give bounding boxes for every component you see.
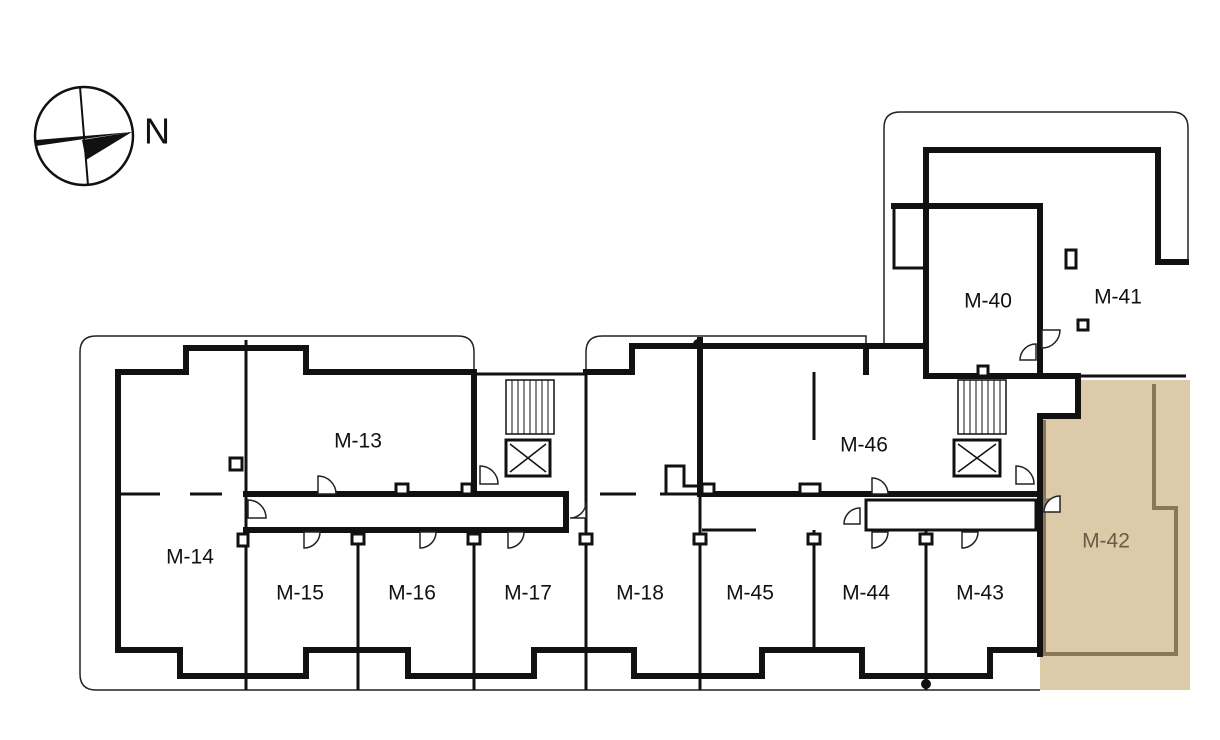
column <box>806 532 822 546</box>
column <box>976 364 990 378</box>
door-corridor-west <box>569 501 587 519</box>
outline-middle <box>585 335 884 372</box>
wall-north-wing <box>923 147 1189 265</box>
column <box>798 482 822 496</box>
stair-east <box>952 379 1007 478</box>
north-arrow-icon <box>82 132 132 160</box>
door-corridor-east <box>843 507 861 525</box>
unit-m42-label: M-42 <box>1082 530 1130 553</box>
unit-m41-label: M-41 <box>1094 286 1142 309</box>
unit-m16-label: M-16 <box>388 582 436 605</box>
wall-m18-notch <box>664 464 700 494</box>
unit-m13[interactable]: M-13 <box>334 430 382 453</box>
door-m42 <box>1043 495 1061 513</box>
unit-m43[interactable]: M-43 <box>956 582 1004 605</box>
wall-south <box>115 369 1039 679</box>
lift-east-cross <box>957 443 997 473</box>
columns <box>228 248 1090 689</box>
column <box>1076 318 1090 332</box>
wall-corridor-east <box>864 498 1038 532</box>
column <box>394 482 410 496</box>
unit-m13-label: M-13 <box>334 430 382 453</box>
wall-m40-bay <box>892 206 926 270</box>
unit-m18-label: M-18 <box>616 582 664 605</box>
unit-m45-label: M-45 <box>726 582 774 605</box>
wall-corridor-west <box>243 491 569 533</box>
wall-m40 <box>891 203 1043 379</box>
unit-m40-label: M-40 <box>964 290 1012 313</box>
column <box>921 679 931 689</box>
lift-west-cross <box>509 443 547 473</box>
column <box>236 532 250 548</box>
wall-north-west <box>115 345 477 375</box>
unit-m40[interactable]: M-40 <box>964 290 1012 313</box>
stairs <box>504 379 1007 478</box>
unit-m14-label: M-14 <box>166 546 214 569</box>
walls <box>115 147 1189 690</box>
unit-m42-walls <box>1042 384 1178 656</box>
wall-middle-north-2 <box>863 343 1081 379</box>
column <box>700 482 716 496</box>
column <box>228 456 244 472</box>
unit-m42[interactable]: M-42 <box>1082 530 1130 553</box>
door-m44 <box>871 531 889 549</box>
stair-west <box>504 379 555 478</box>
door-m16 <box>419 531 437 549</box>
compass-west-arm <box>36 132 132 146</box>
door-m41 <box>1041 329 1061 349</box>
unit-m43-label: M-43 <box>956 582 1004 605</box>
column <box>350 532 366 546</box>
unit-m15-label: M-15 <box>276 582 324 605</box>
column <box>1064 248 1078 270</box>
unit-m17[interactable]: M-17 <box>504 582 552 605</box>
door-stair-west <box>479 465 499 485</box>
unit-m41[interactable]: M-41 <box>1094 286 1142 309</box>
door-m17 <box>507 531 525 549</box>
door-m14 <box>247 499 267 519</box>
column <box>578 532 594 546</box>
north-label: N <box>144 111 170 152</box>
column <box>460 482 474 496</box>
unit-m44-label: M-44 <box>842 582 890 605</box>
unit-m16[interactable]: M-16 <box>388 582 436 605</box>
door-stair-east <box>1015 465 1035 485</box>
compass: N <box>33 85 170 187</box>
door-m15 <box>303 531 321 549</box>
unit-m46[interactable]: M-46 <box>840 434 888 457</box>
stair-east-treads <box>963 380 1001 434</box>
unit-m14[interactable]: M-14 <box>166 546 214 569</box>
stair-west-treads <box>511 380 549 434</box>
unit-m45[interactable]: M-45 <box>726 582 774 605</box>
unit-m15[interactable]: M-15 <box>276 582 324 605</box>
door-m46 <box>871 477 889 495</box>
door-m43 <box>961 531 979 549</box>
unit-m44[interactable]: M-44 <box>842 582 890 605</box>
wall-middle-north <box>583 343 869 375</box>
unit-m18[interactable]: M-18 <box>616 582 664 605</box>
room-labels: M-13 M-14 M-15 M-16 M-17 M-18 M-40 M-41 … <box>166 286 1142 605</box>
site-outline <box>79 111 1189 691</box>
door-m40 <box>1019 343 1037 361</box>
column <box>692 532 708 546</box>
unit-m46-label: M-46 <box>840 434 888 457</box>
door-m13 <box>317 475 337 495</box>
doors <box>247 329 1061 549</box>
column <box>693 339 703 349</box>
column <box>918 532 934 546</box>
unit-m17-label: M-17 <box>504 582 552 605</box>
wall-m42-west <box>1037 373 1081 657</box>
unit-m42-highlight <box>1040 380 1190 690</box>
outline-north-wing <box>883 111 1189 344</box>
outline-west-wing <box>79 335 1040 691</box>
column <box>466 532 482 546</box>
